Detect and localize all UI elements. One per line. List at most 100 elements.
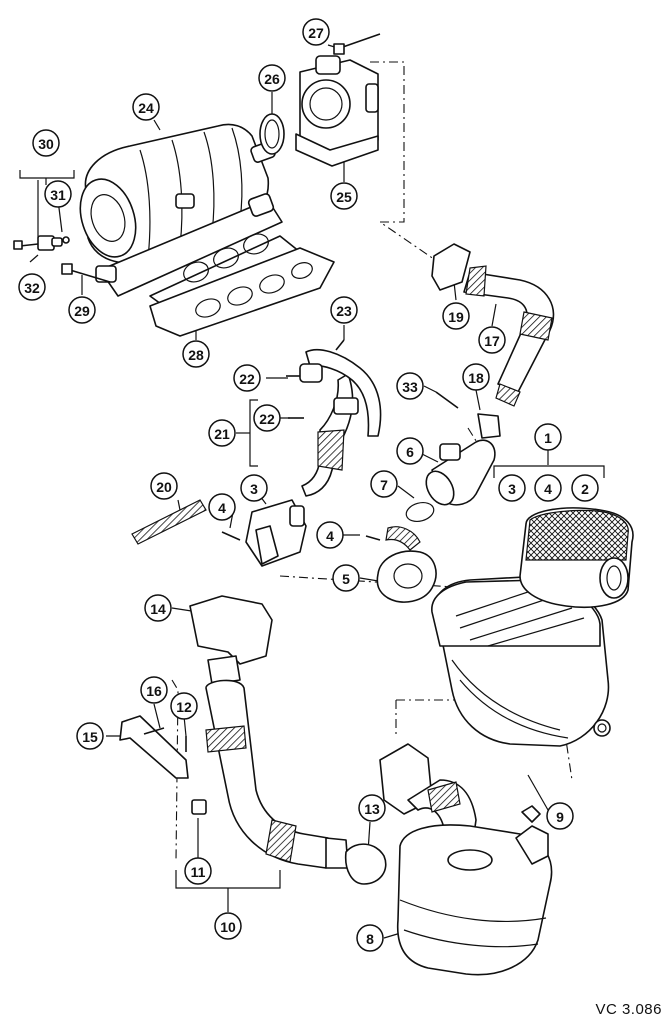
callout-7: 7 (370, 470, 398, 498)
callout-number: 3 (508, 481, 516, 497)
callout-number: 19 (448, 309, 464, 325)
callout-number: 28 (188, 347, 204, 363)
callout-number: 1 (544, 430, 552, 446)
callout-circle (32, 129, 60, 157)
callout-circle (76, 722, 104, 750)
callout-circle (330, 296, 358, 324)
callout-25: 25 (330, 182, 358, 210)
callout-circle (132, 93, 160, 121)
callout-number: 2 (581, 481, 589, 497)
idle-control-valve (131, 499, 307, 567)
callout-number: 22 (259, 411, 275, 427)
callout-circle (442, 302, 470, 330)
callout-23: 23 (330, 296, 358, 324)
callout-circle (140, 676, 168, 704)
callout-circle (546, 802, 574, 830)
callout-circle (316, 521, 344, 549)
callout-13: 13 (358, 794, 386, 822)
callout-20: 20 (150, 472, 178, 500)
callout-30: 30 (32, 129, 60, 157)
callout-circle (208, 493, 236, 521)
callout-circle (182, 340, 210, 368)
callout-1: 1 (534, 423, 562, 451)
callout-circle (258, 64, 286, 92)
callout-circle (170, 692, 198, 720)
callout-number: 22 (239, 371, 255, 387)
callout-10: 10 (214, 912, 242, 940)
callout-6: 6 (396, 437, 424, 465)
callout-number: 9 (556, 809, 564, 825)
air-filter-element (519, 507, 634, 609)
intake-hose-upper (431, 243, 555, 407)
callout-3: 3 (240, 474, 268, 502)
callout-4: 4 (534, 474, 562, 502)
throttle-body (259, 33, 381, 167)
callout-number: 27 (308, 25, 324, 41)
callout-circle (302, 18, 330, 46)
callout-21: 21 (208, 419, 236, 447)
callout-19: 19 (442, 302, 470, 330)
callout-number: 4 (218, 500, 226, 516)
callout-number: 4 (544, 481, 552, 497)
support-bracket (119, 715, 189, 779)
callout-circle (462, 363, 490, 391)
callout-circle (144, 594, 172, 622)
callout-9: 9 (546, 802, 574, 830)
callout-circle (68, 296, 96, 324)
callout-26: 26 (258, 64, 286, 92)
callout-number: 30 (38, 136, 54, 152)
sensor-assembly (13, 235, 111, 283)
callout-number: 14 (150, 601, 166, 617)
callout-number: 21 (214, 426, 230, 442)
callout-22: 22 (253, 404, 281, 432)
callout-circle (358, 794, 386, 822)
resonator (379, 743, 553, 976)
callout-number: 5 (342, 571, 350, 587)
callout-5: 5 (332, 564, 360, 592)
callout-number: 4 (326, 528, 334, 544)
breather-duct (286, 339, 382, 497)
callout-32: 32 (18, 273, 46, 301)
air-flow-meter (405, 391, 501, 523)
callout-number: 6 (406, 444, 414, 460)
callout-4: 4 (316, 521, 344, 549)
callout-circle (214, 912, 242, 940)
callout-2: 2 (571, 474, 599, 502)
callout-number: 7 (380, 477, 388, 493)
callout-circle (253, 404, 281, 432)
callout-3: 3 (498, 474, 526, 502)
callout-number: 25 (336, 189, 352, 205)
callout-16: 16 (140, 676, 168, 704)
lower-intake-pipe (189, 595, 387, 885)
callout-8: 8 (356, 924, 384, 952)
callout-number: 24 (138, 100, 154, 116)
callout-circle (208, 419, 236, 447)
callout-number: 3 (250, 481, 258, 497)
callout-circle (18, 273, 46, 301)
callout-circle (396, 437, 424, 465)
callout-number: 31 (50, 187, 66, 203)
callout-22: 22 (233, 364, 261, 392)
callout-circle (396, 372, 424, 400)
callout-circle (184, 857, 212, 885)
callout-number: 20 (156, 479, 172, 495)
callout-circle (150, 472, 178, 500)
callout-circle (498, 474, 526, 502)
inlet-hose (365, 526, 437, 603)
callout-circle (534, 474, 562, 502)
callout-circle (534, 423, 562, 451)
callout-circle (330, 182, 358, 210)
callout-33: 33 (396, 372, 424, 400)
callout-number: 18 (468, 370, 484, 386)
callout-number: 32 (24, 280, 40, 296)
callout-number: 12 (176, 699, 192, 715)
callout-number: 23 (336, 303, 352, 319)
figure-reference-code: VC 3.086 (595, 1001, 662, 1018)
callout-12: 12 (170, 692, 198, 720)
callout-number: 33 (402, 379, 418, 395)
callout-number: 26 (264, 71, 280, 87)
callout-circle (233, 364, 261, 392)
